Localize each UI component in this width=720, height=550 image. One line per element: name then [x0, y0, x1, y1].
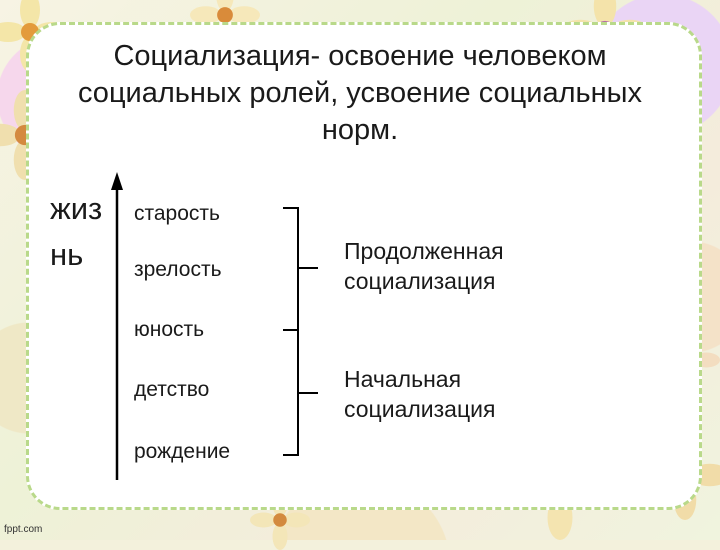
label-line: Начальная	[344, 364, 495, 394]
stage-label: рождение	[134, 440, 230, 464]
stage-label: детство	[134, 378, 209, 402]
label-line: Продолженная	[344, 236, 504, 266]
stage-label: юность	[134, 318, 204, 342]
continued-socialization-label: Продолженная социализация	[344, 236, 504, 296]
label-line: социализация	[344, 266, 504, 296]
lower-bracket	[283, 330, 318, 455]
stage-label: старость	[134, 202, 220, 226]
upper-bracket	[283, 208, 318, 330]
footer-watermark: fppt.com	[4, 524, 42, 535]
label-line: социализация	[344, 394, 495, 424]
life-arrow	[111, 172, 123, 480]
initial-socialization-label: Начальная социализация	[344, 364, 495, 424]
stage-label: зрелость	[134, 258, 222, 282]
